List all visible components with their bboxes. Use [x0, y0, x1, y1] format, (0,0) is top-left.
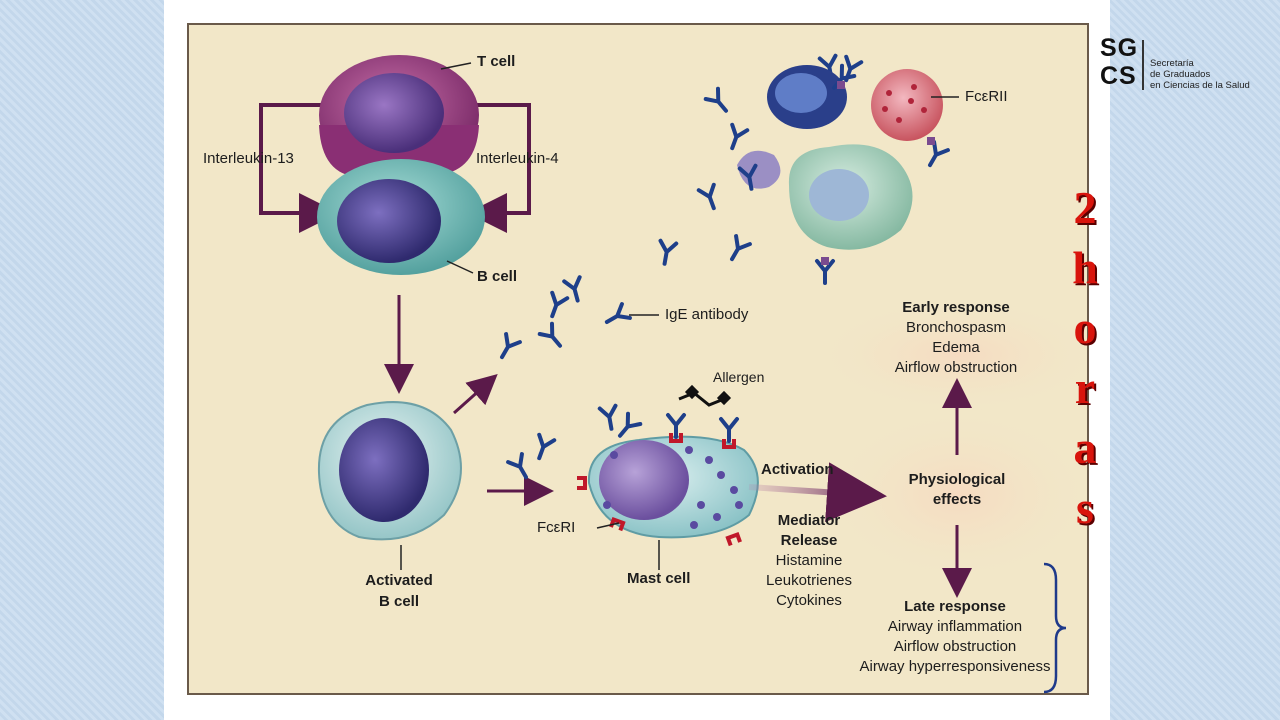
logo-line2: CS — [1100, 62, 1137, 90]
diagram-graphics — [259, 53, 1087, 598]
interleukin-13-label: Interleukin-13 — [203, 150, 294, 167]
mediator-release-line2: Release — [780, 532, 838, 549]
logo-subtitle: Secretaría de Graduados en Ciencias de l… — [1150, 58, 1250, 91]
platelet-cell — [737, 150, 781, 193]
hours-letter: o — [1073, 302, 1097, 353]
logo-subtitle-line2: de Graduados — [1150, 69, 1211, 80]
logo-subtitle-line1: Secretaría — [1150, 58, 1194, 69]
physiological-effects-label: Physiological effects — [877, 470, 1037, 510]
fceri-leader — [596, 522, 620, 529]
t-cell-leader — [440, 62, 472, 70]
airflow-obstruction-early-label: Airflow obstruction — [894, 359, 1018, 376]
sgcs-logo: SG CS Secretaría de Graduados en Ciencia… — [1100, 34, 1270, 96]
interleukin-4-label: Interleukin-4 — [476, 150, 559, 167]
interleukin-4-arrow — [461, 103, 531, 233]
histamine-label: Histamine — [775, 552, 843, 569]
t-cell-label: T cell — [477, 53, 516, 70]
t-cell — [319, 55, 479, 180]
logo-subtitle-line3: en Ciencias de la Salud — [1150, 80, 1250, 91]
mast-cell — [587, 435, 759, 539]
airway-inflammation-label: Airway inflammation — [887, 618, 1023, 635]
logo-divider — [1142, 40, 1144, 90]
bronchospasm-label: Bronchospasm — [905, 319, 1007, 336]
late-response-block: Late response Airway inflammation Airflo… — [837, 597, 1073, 677]
mast-cell-label: Mast cell — [627, 570, 691, 587]
hours-letter: h — [1072, 242, 1098, 293]
late-response-title: Late response — [904, 598, 1006, 615]
activation-label: Activation — [761, 461, 834, 478]
background-right — [1110, 0, 1280, 720]
eosinophil-cell — [871, 69, 950, 172]
two-hours-vertical-text: 2 h o r a s — [1062, 178, 1108, 538]
activation-arrow — [748, 462, 887, 523]
activated-b-cell-line1: Activated — [365, 572, 433, 589]
allergen-label: Allergen — [713, 369, 765, 385]
allergy-pathway-diagram: T cell Interleukin-13 Interleukin-4 B ce… — [187, 23, 1089, 695]
physiological-line2: effects — [932, 491, 982, 508]
late-response-brace — [1043, 562, 1067, 694]
airway-hyperresponsiveness-label: Airway hyperresponsiveness — [859, 658, 1051, 675]
cytokines-label: Cytokines — [776, 592, 842, 609]
fceri-top-label: FcεRII — [965, 88, 1008, 105]
airflow-obstruction-late-label: Airflow obstruction — [893, 638, 1017, 655]
activated-b-cell-label: Activated B cell — [339, 570, 459, 612]
macrophage-cell — [788, 144, 913, 285]
early-response-block: Early response Bronchospasm Edema Airflo… — [861, 298, 1051, 378]
ige-production-arrow — [453, 374, 498, 415]
logo-mark: SG CS — [1100, 34, 1138, 90]
logo-line1: SG — [1100, 34, 1139, 62]
activated-b-cell — [317, 401, 462, 541]
early-response-title: Early response — [902, 299, 1010, 316]
b-cell-label: B cell — [477, 268, 518, 285]
hours-letter: s — [1076, 482, 1094, 533]
physiological-line1: Physiological — [908, 471, 1006, 488]
b-cell — [317, 159, 485, 275]
leukotrienes-label: Leukotrienes — [766, 572, 852, 589]
early-response-glow — [809, 295, 1087, 415]
allergen — [678, 384, 732, 407]
b-cell-leader — [446, 260, 474, 274]
fceri-label: FcεRI — [537, 519, 576, 536]
mediator-release-line1: Mediator — [777, 512, 841, 529]
hours-letter: a — [1073, 422, 1097, 473]
interleukin-13-arrow — [259, 103, 349, 233]
edema-label: Edema — [932, 339, 980, 356]
hours-letter: 2 — [1073, 182, 1097, 233]
mediator-release-block: Mediator Release Histamine Leukotrienes … — [749, 511, 869, 611]
background-left — [0, 0, 164, 720]
activated-b-cell-line2: B cell — [378, 593, 420, 610]
physiological-glow — [819, 405, 1087, 585]
ige-antibody-label: IgE antibody — [665, 306, 749, 323]
basophil-cell — [767, 63, 857, 129]
hours-letter: r — [1074, 362, 1096, 413]
